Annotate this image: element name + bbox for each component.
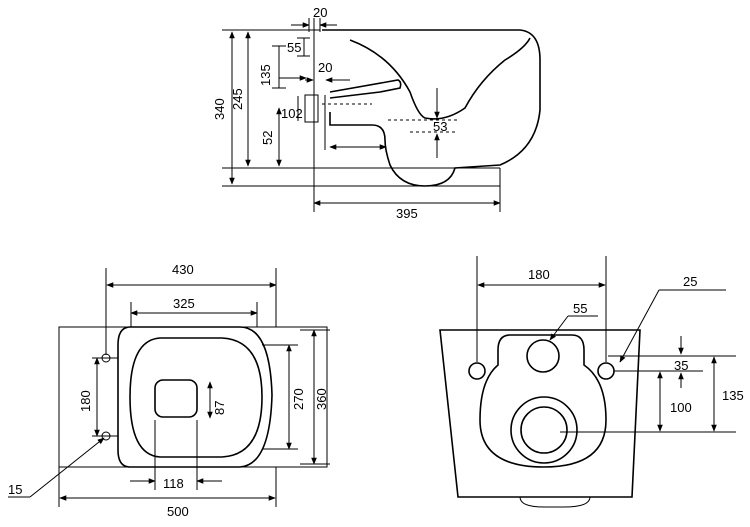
toilet-top-outline — [117, 326, 273, 468]
dim-15-leader — [29, 437, 105, 498]
dim-325: 325 — [173, 296, 195, 311]
seat-opening — [129, 337, 263, 458]
dim-55-rear: 55 — [573, 301, 587, 316]
top-view: 430 325 180 270 360 87 118 500 — [8, 262, 330, 519]
dim-20-mid: 20 — [318, 60, 332, 75]
dim-52: 52 — [260, 131, 275, 145]
dim-15: 15 — [8, 482, 22, 497]
bowl-inner — [154, 379, 198, 418]
outlet-inner-circle — [520, 406, 568, 454]
dim-53: 53 — [433, 119, 447, 134]
dim-35: 35 — [674, 358, 688, 373]
top-plate-outline — [58, 326, 328, 468]
dim-180-rear: 180 — [528, 267, 550, 282]
dim-55-rear-leader — [549, 315, 569, 341]
rear-inner-outline — [479, 334, 607, 468]
rear-mount-hole-right — [597, 362, 615, 380]
dim-25-leader — [619, 289, 660, 363]
dim-180-top: 180 — [78, 390, 93, 412]
dim-25: 25 — [683, 274, 697, 289]
dim-135-rear: 135 — [722, 388, 744, 403]
toilet-side-outline — [322, 29, 541, 187]
dim-102: 102 — [281, 106, 303, 121]
outlet-pipe — [329, 79, 402, 99]
dim-20-top: 20 — [313, 5, 327, 20]
rear-foot — [519, 496, 591, 508]
dim-87: 87 — [212, 401, 227, 415]
dim-55: 55 — [287, 40, 301, 55]
dim-395: 395 — [396, 206, 418, 221]
dim-500: 500 — [167, 504, 189, 519]
water-inlet-circle — [526, 339, 560, 373]
toilet-rim-curve — [349, 37, 531, 120]
dim-340: 340 — [212, 98, 227, 120]
rear-view: 180 25 55 35 100 135 — [439, 256, 744, 508]
dim-430: 430 — [172, 262, 194, 277]
dim-118: 118 — [163, 476, 184, 491]
side-view: 20 55 135 20 102 52 245 340 53 — [212, 5, 541, 221]
dim-100: 100 — [670, 400, 692, 415]
dim-135: 135 — [258, 64, 273, 86]
rear-mount-hole-left — [468, 362, 486, 380]
outlet-outer-circle — [510, 396, 578, 464]
rear-outline — [439, 329, 641, 498]
dim-360: 360 — [314, 388, 329, 410]
mounting-block — [304, 94, 319, 123]
dim-270: 270 — [291, 388, 306, 410]
